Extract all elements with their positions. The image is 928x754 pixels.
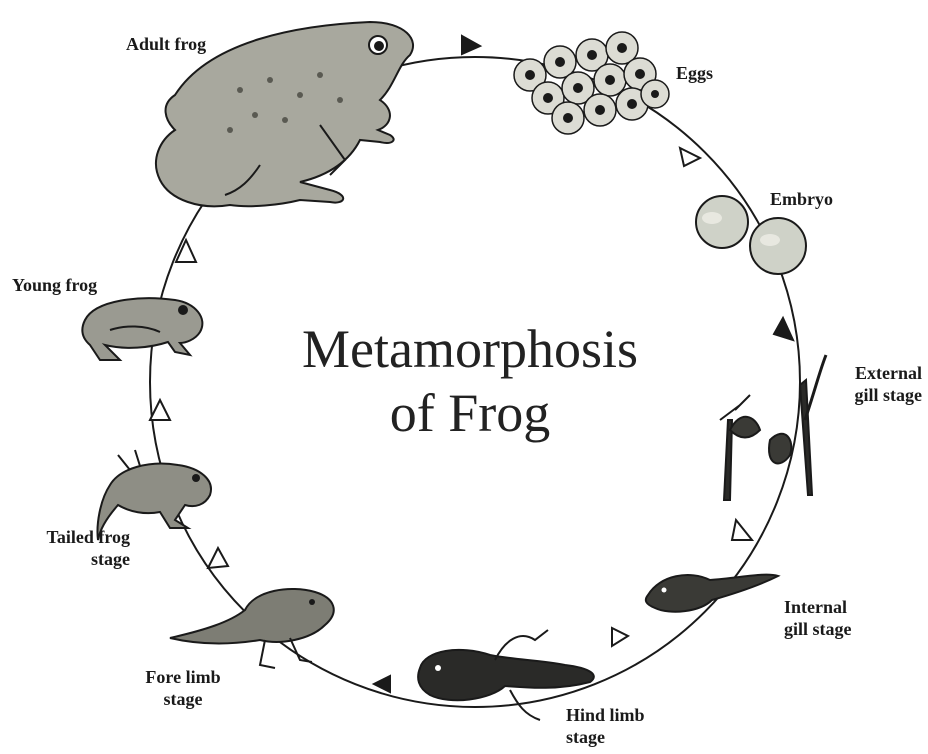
internal-gill-illustration (646, 575, 778, 612)
label-internal-gill: Internal gill stage (784, 596, 852, 640)
label-adult-frog: Adult frog (126, 33, 206, 55)
arrow-eggs-to-embryo (680, 148, 700, 166)
label-fore-limb: Fore limb stage (128, 666, 238, 710)
label-fore-limb-line-2: stage (128, 688, 238, 710)
label-internal-gill-line-2: gill stage (784, 618, 852, 640)
label-hind-limb-line-1: Hind limb (566, 704, 645, 726)
label-tailed-frog: Tailed frog stage (12, 526, 130, 570)
eggs-illustration (514, 32, 669, 134)
arrow-hind-to-fore-limb (374, 676, 390, 692)
label-embryo: Embryo (770, 188, 833, 210)
label-fore-limb-line-1: Fore limb (128, 666, 238, 688)
label-eggs: Eggs (676, 62, 713, 84)
arrow-adult-to-eggs (462, 36, 480, 54)
arrow-external-to-internal-gill (732, 520, 752, 540)
arrow-embryo-to-external-gill (774, 318, 793, 340)
arrow-young-to-adult (176, 240, 196, 262)
label-internal-gill-line-1: Internal (784, 596, 852, 618)
label-young-frog: Young frog (12, 274, 97, 296)
arrow-fore-limb-to-tailed (208, 548, 228, 568)
young-frog-illustration (82, 298, 202, 360)
label-tailed-frog-line-1: Tailed frog (12, 526, 130, 548)
arrow-tailed-to-young (150, 400, 170, 420)
fore-limb-illustration (170, 589, 334, 668)
diagram-title-line-2: of Frog (250, 382, 690, 444)
diagram-title-line-1: Metamorphosis (250, 318, 690, 380)
label-external-gill-line-2: gill stage (818, 384, 922, 406)
arrow-internal-to-hind-limb (612, 628, 628, 646)
label-external-gill: External gill stage (818, 362, 922, 406)
external-gill-illustration (720, 355, 826, 500)
label-hind-limb: Hind limb stage (566, 704, 645, 748)
label-external-gill-line-1: External (818, 362, 922, 384)
label-hind-limb-line-2: stage (566, 726, 645, 748)
label-tailed-frog-line-2: stage (12, 548, 130, 570)
